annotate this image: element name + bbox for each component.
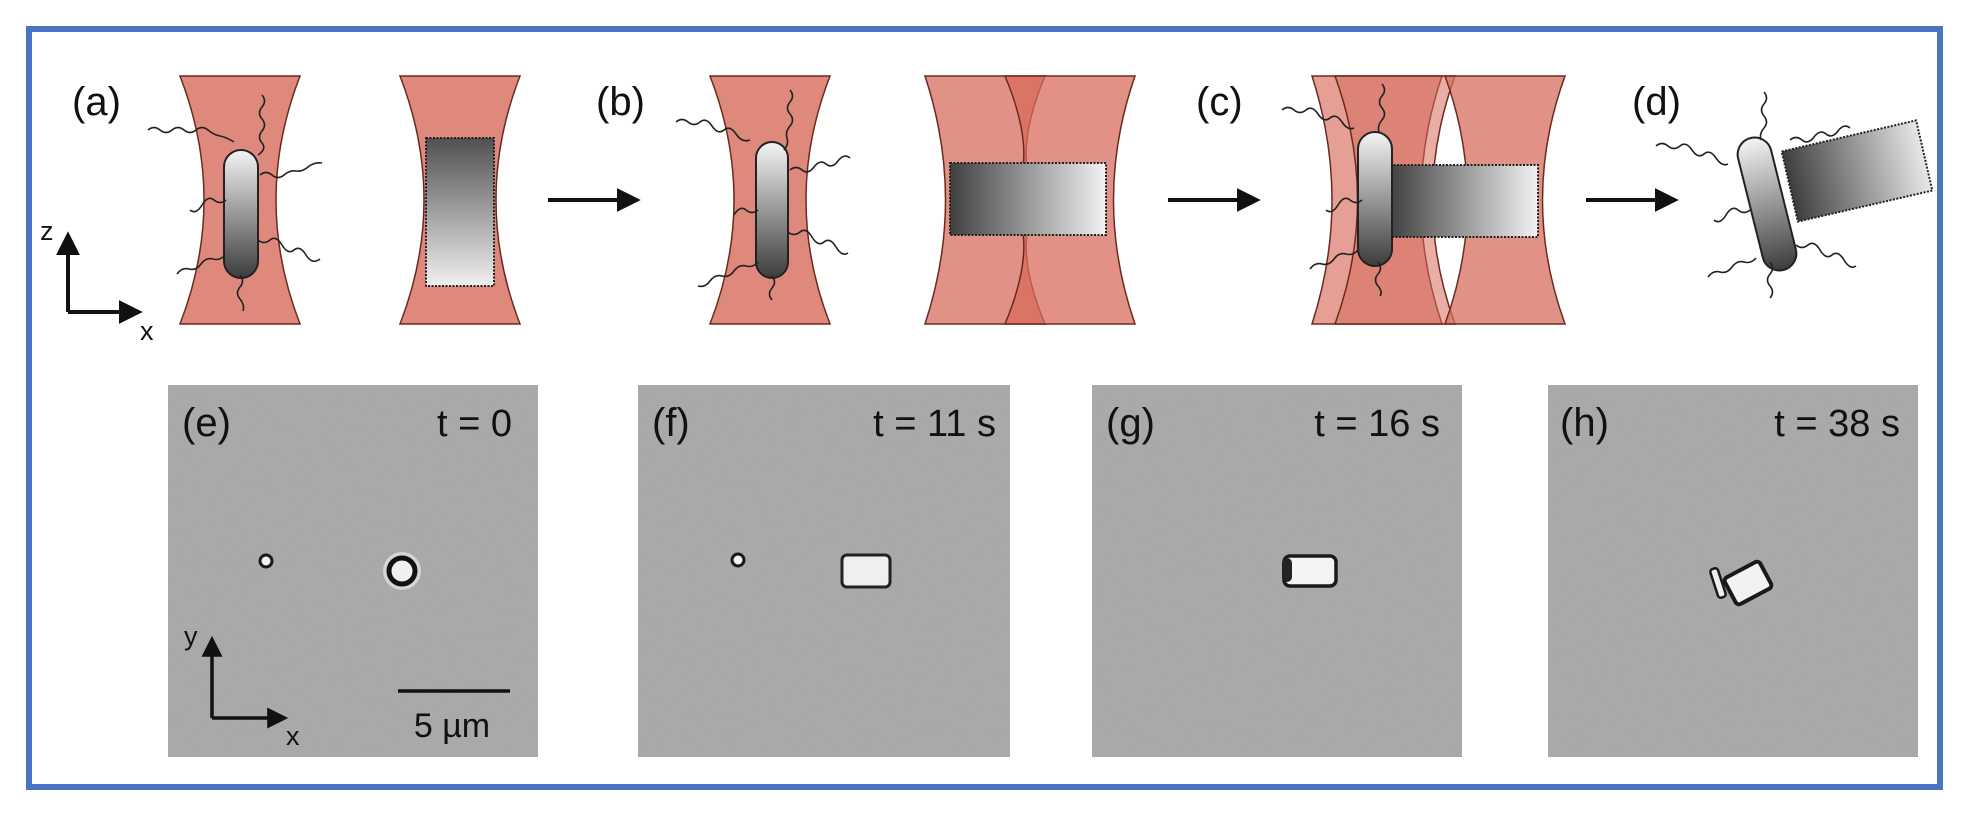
- assembled-rod: [1736, 136, 1798, 272]
- panel-h-label: (h): [1560, 401, 1609, 445]
- panel-a-label: (a): [72, 80, 121, 124]
- panel-f-time: t = 11 s: [873, 403, 996, 445]
- zx-axes: z x: [40, 216, 154, 346]
- micrograph-h: (h) t = 38 s: [1548, 385, 1918, 757]
- attached-rod: [1282, 558, 1292, 582]
- panel-h-time: t = 38 s: [1774, 403, 1900, 445]
- trapped-rod: [223, 149, 259, 279]
- scale-bar-label: 5 µm: [414, 707, 490, 745]
- assembled-block: [1780, 119, 1934, 223]
- panel-c-label: (c): [1196, 80, 1243, 124]
- polymer-chains: [147, 94, 323, 312]
- trapped-block: [1389, 164, 1539, 238]
- axis-y-label: y: [184, 621, 198, 651]
- small-particle: [258, 553, 274, 569]
- micrograph-texture: [1548, 385, 1918, 757]
- trapped-rod: [755, 141, 789, 279]
- micrograph-texture: [1092, 385, 1462, 757]
- panel-e-label: (e): [182, 401, 231, 445]
- panel-c: (c): [1196, 75, 1679, 325]
- panel-g-label: (g): [1106, 401, 1155, 445]
- micrograph-texture: [168, 385, 538, 757]
- panel-f-label: (f): [652, 401, 690, 445]
- panel-d-label: (d): [1632, 80, 1681, 124]
- trapped-block: [425, 137, 495, 287]
- attached-rod: [1709, 567, 1727, 599]
- trapped-block: [840, 553, 892, 589]
- panel-b: (b): [596, 75, 1261, 325]
- micrograph-e: (e) t = 0 y x 5 µm: [168, 385, 538, 757]
- micrograph-g: (g) t = 16 s: [1092, 385, 1462, 757]
- polymer-chains: [675, 89, 851, 301]
- micrograph-texture: [638, 385, 1010, 757]
- polymer-chains: [1281, 83, 1386, 297]
- yx-axes: y x: [184, 621, 300, 751]
- panel-g-time: t = 16 s: [1314, 403, 1440, 445]
- large-particle: [386, 555, 418, 587]
- micrograph-f: (f) t = 11 s: [638, 385, 1010, 757]
- trapped-rod: [1357, 131, 1393, 267]
- polymer-chains: [1655, 91, 1857, 299]
- axis-z-label: z: [40, 216, 54, 246]
- trapped-block: [949, 162, 1107, 236]
- axis-x-label: x: [140, 316, 154, 346]
- panel-e-time: t = 0: [437, 403, 512, 445]
- panel-b-label: (b): [596, 80, 645, 124]
- axis-x-label: x: [286, 721, 300, 751]
- panel-d: (d): [1632, 80, 1934, 299]
- panel-a: (a) z x: [40, 75, 641, 346]
- assembled-particle: [1722, 559, 1774, 607]
- small-particle: [730, 552, 746, 568]
